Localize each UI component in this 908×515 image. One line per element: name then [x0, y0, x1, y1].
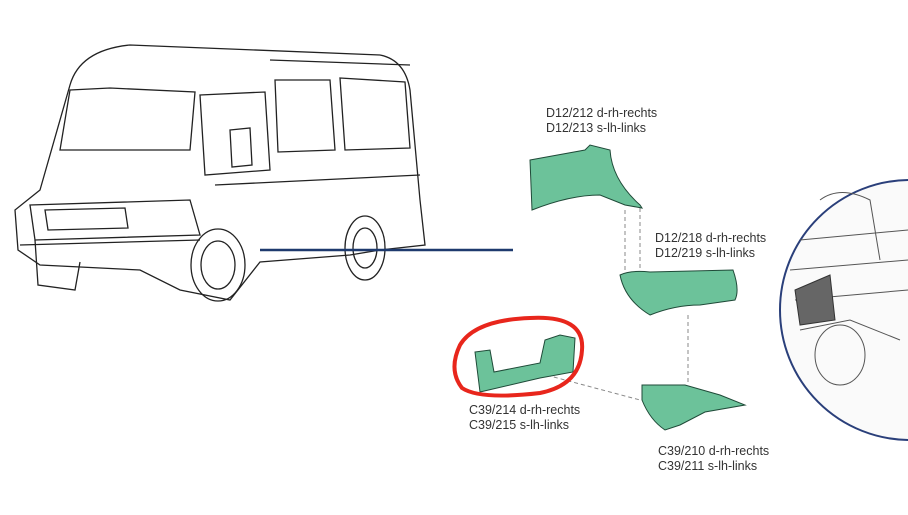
label-d12-212: D12/212 d-rh-rechts D12/213 s-lh-links [546, 106, 657, 136]
label-line: D12/212 d-rh-rechts [546, 106, 658, 120]
highlight-circle [452, 315, 585, 398]
label-c39-210: C39/210 d-rh-rechts C39/211 s-lh-links [658, 444, 769, 474]
label-c39-214: C39/214 d-rh-rechts C39/215 s-lh-links [469, 403, 580, 433]
inset-detail-view [779, 179, 908, 441]
label-line: C39/210 d-rh-rechts [658, 444, 770, 458]
label-line: D12/219 s-lh-links [655, 246, 756, 260]
label-line: C39/211 s-lh-links [658, 459, 758, 473]
part-d12-212-shape[interactable] [529, 144, 644, 211]
label-d12-218: D12/218 d-rh-rechts D12/219 s-lh-links [655, 231, 766, 261]
van-illustration [14, 44, 426, 302]
label-line: D12/213 s-lh-links [546, 121, 647, 135]
assembly-lines [519, 208, 689, 401]
part-c39-210-shape[interactable] [641, 384, 747, 431]
part-c39-214-shape[interactable] [474, 334, 576, 393]
part-d12-218-shape[interactable] [619, 269, 738, 316]
label-line: D12/218 d-rh-rechts [655, 231, 767, 245]
label-line: C39/215 s-lh-links [469, 418, 570, 432]
label-line: C39/214 d-rh-rechts [469, 403, 581, 417]
